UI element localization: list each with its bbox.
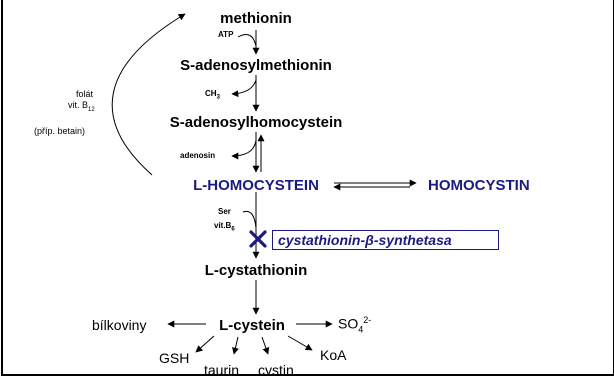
node-gsh: GSH xyxy=(159,350,190,366)
vitb12-base: vit. B xyxy=(68,100,89,110)
label-vitb12: vit. B12 xyxy=(68,101,95,113)
node-sulfate: SO42- xyxy=(338,316,371,334)
node-cystathionin: L-cystathionin xyxy=(204,262,308,279)
vitb6-base: vit.B xyxy=(214,221,232,230)
vitb12-sub: 12 xyxy=(88,106,95,113)
ch3-base: CH xyxy=(205,89,217,98)
enzyme-label: cystathionin-β-synthetasa xyxy=(278,233,452,247)
ch3-sub: 3 xyxy=(216,94,220,101)
enzyme-box xyxy=(272,230,499,250)
node-sah: S-adenosylhomocystein xyxy=(169,114,343,131)
arrow-remethylation xyxy=(111,13,186,176)
arrow-ch3-out xyxy=(231,79,257,98)
label-betain: (příp. betain) xyxy=(34,126,86,136)
cofactor-ch3: CH3 xyxy=(205,90,220,101)
node-homocystein: L-HOMOCYSTEIN xyxy=(193,177,319,194)
cofactor-vitb6: vit.B6 xyxy=(214,222,235,233)
enzyme-beta: β xyxy=(365,232,374,248)
node-cystein: L-cystein xyxy=(219,317,285,334)
sulfate-sub: 4 xyxy=(358,324,364,335)
arrow-to-gsh xyxy=(195,335,215,353)
cofactor-atp: ATP xyxy=(218,30,234,39)
arrow-to-koa xyxy=(287,335,313,351)
cofactor-ser: Ser xyxy=(218,207,231,216)
sulfate-base: SO xyxy=(338,315,359,332)
arrow-to-taurin xyxy=(232,336,239,355)
sulfate-sup: 2- xyxy=(363,315,372,325)
arrow-atp-in xyxy=(237,34,257,47)
enzyme-suffix: -synthetasa xyxy=(373,232,452,248)
node-methionin: methionin xyxy=(220,10,292,27)
cross-icon xyxy=(249,230,267,248)
vitb6-sub: 6 xyxy=(231,226,235,233)
node-koa: KoA xyxy=(320,347,347,363)
node-taurin: taurin xyxy=(204,362,240,376)
label-folat: folát xyxy=(76,89,94,99)
node-homocystin: HOMOCYSTIN xyxy=(428,177,530,194)
arrow-ser-in xyxy=(242,210,257,229)
node-sam: S-adenosylmethionin xyxy=(180,57,332,74)
node-bilkoviny: bílkoviny xyxy=(92,317,147,333)
cofactor-adenosin: adenosin xyxy=(180,151,216,160)
enzyme-prefix: cystathionin- xyxy=(278,232,366,248)
node-cystin: cystin xyxy=(258,362,294,376)
arrow-to-cystin xyxy=(261,336,270,355)
arrow-adenosin-out xyxy=(231,139,257,160)
